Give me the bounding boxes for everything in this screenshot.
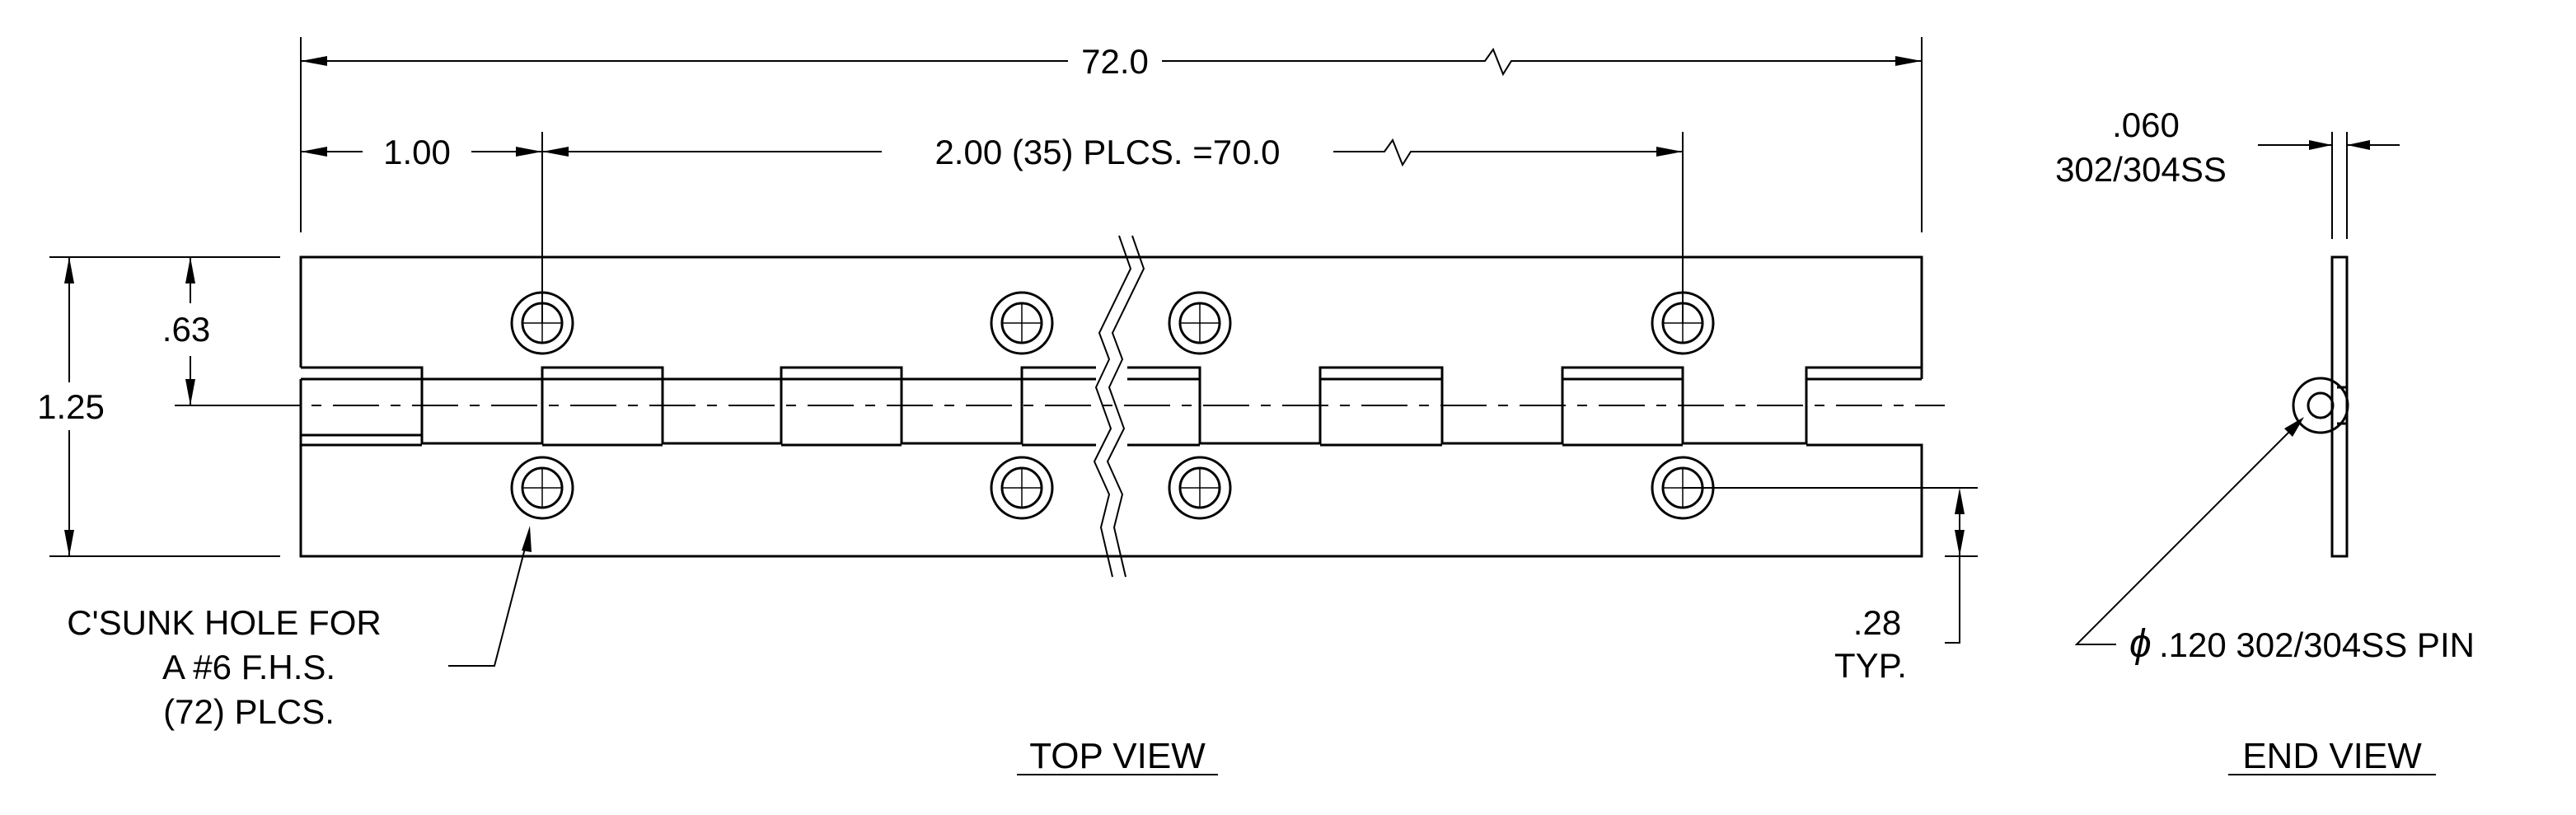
hole: [990, 291, 1054, 355]
dim-thickness: .060 302/304SS: [2055, 105, 2400, 239]
hole: [1168, 291, 1232, 355]
hole-note-line2: A #6 F.H.S.: [162, 648, 335, 686]
thickness-label: .060: [2112, 105, 2180, 144]
hole-callout: C'SUNK HOLE FOR A #6 F.H.S. (72) PLCS.: [67, 526, 532, 731]
dim-overall-length: 72.0: [300, 37, 1923, 232]
hole: [510, 456, 574, 520]
pin-callout: ϕ .120 302/304SS PIN: [2074, 417, 2475, 666]
hinge-body: [299, 235, 1923, 578]
hole: [990, 456, 1054, 520]
dim-widths: .63 1.25: [37, 256, 280, 557]
top-view-title: TOP VIEW: [1029, 736, 1206, 776]
dim-hole-edge-offset: .28 TYP.: [1683, 487, 1978, 685]
material-spec-label: 302/304SS: [2055, 150, 2227, 189]
half-width-label: .63: [162, 310, 210, 349]
hole-edge-offset-value: .28: [1853, 603, 1901, 642]
end-view: .060 302/304SS ϕ .120 302/304SS PIN END …: [2055, 105, 2475, 776]
hole-note-line3: (72) PLCS.: [163, 692, 335, 731]
dim-hole-spacing: 1.00 2.00 (35) PLCS. =70.0: [301, 132, 1684, 323]
top-view: 72.0 1.00 2.00 (35) PLCS. =70.0 .63: [37, 37, 1978, 776]
hole-spacing-label: 2.00 (35) PLCS. =70.0: [934, 133, 1280, 171]
pin-diameter-symbol: ϕ: [2129, 622, 2152, 666]
overall-length-label: 72.0: [1081, 42, 1149, 81]
first-hole-offset-label: 1.00: [383, 133, 451, 171]
hole-edge-offset-note: TYP.: [1834, 646, 1907, 685]
hole-note-line1: C'SUNK HOLE FOR: [67, 603, 381, 642]
pin-spec-label: .120 302/304SS PIN: [2159, 625, 2475, 664]
end-view-title: END VIEW: [2242, 736, 2422, 776]
end-view-leaf: [2330, 255, 2349, 558]
hole: [1168, 456, 1232, 520]
end-view-pin: [2307, 391, 2335, 419]
end-view-knuckle: [2292, 377, 2349, 434]
total-width-label: 1.25: [37, 387, 105, 426]
